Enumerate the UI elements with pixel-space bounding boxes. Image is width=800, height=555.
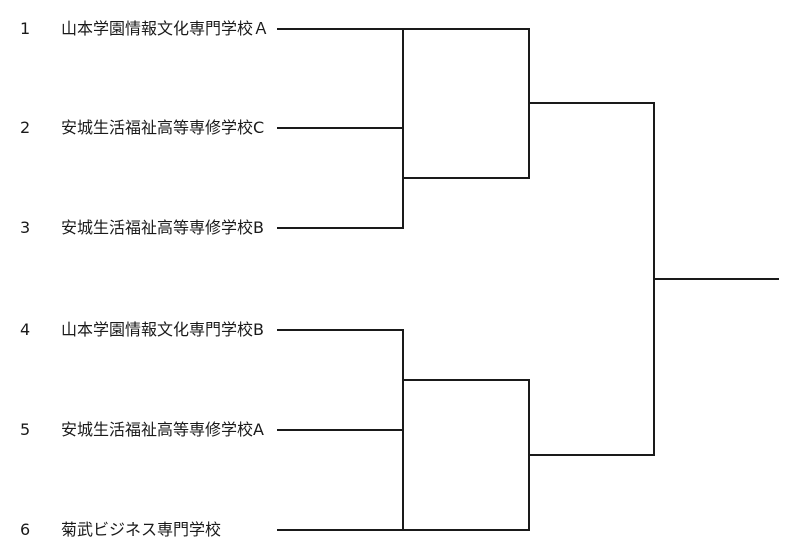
team-4-line: [277, 329, 404, 331]
seed-number: 5: [20, 420, 31, 439]
team-name: 安城生活福祉高等専修学校C: [61, 118, 265, 137]
seed-number: 2: [20, 118, 31, 137]
semifinal-bottom-winner-line: [528, 454, 655, 456]
team-5-line: [277, 429, 404, 431]
champion-line: [653, 278, 779, 280]
team-3-line: [277, 227, 404, 229]
team-name: 菊武ビジネス専門学校: [61, 520, 222, 539]
team-2-line: [277, 127, 404, 129]
match-2-3-connector: [402, 28, 404, 229]
team-name: 山本学園情報文化専門学校B: [61, 320, 264, 339]
team-name: 安城生活福祉高等専修学校B: [61, 218, 264, 237]
seed-number: 1: [20, 19, 31, 38]
semifinal-top-winner-line: [528, 102, 655, 104]
seed-number: 3: [20, 218, 31, 237]
match-4-5-connector: [402, 329, 404, 531]
seed-number: 4: [20, 320, 31, 339]
seed-number: 6: [20, 520, 31, 539]
match-4-5-winner-line: [402, 379, 530, 381]
team-name: 山本学園情報文化専門学校Ａ: [61, 19, 270, 38]
team-name: 安城生活福祉高等専修学校A: [61, 420, 264, 439]
match-2-3-winner-line: [402, 177, 530, 179]
